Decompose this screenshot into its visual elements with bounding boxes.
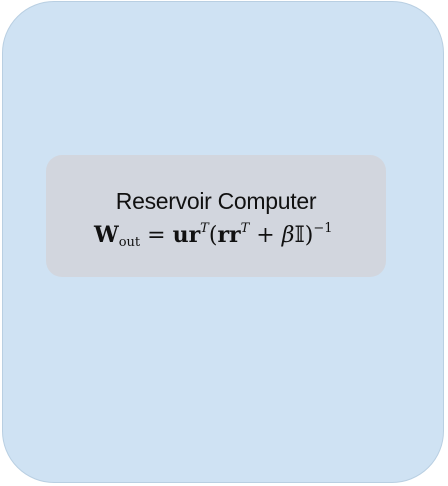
- eq-equals: =: [140, 223, 173, 248]
- eq-w: W: [94, 222, 119, 248]
- eq-t2: T: [240, 221, 250, 236]
- eq-rr: rr: [217, 222, 241, 248]
- eq-open: (: [208, 223, 218, 248]
- outer-container: Reservoir Computer Wout = urT(rrT + β𝕀)−…: [2, 1, 444, 483]
- readout-equation: Wout = urT(rrT + β𝕀)−1: [94, 221, 333, 250]
- box-title: Reservoir Computer: [115, 188, 317, 214]
- reservoir-computer-box: Reservoir Computer Wout = urT(rrT + β𝕀)−…: [46, 155, 386, 277]
- eq-plus: +: [249, 223, 282, 248]
- eq-r: r: [188, 222, 201, 248]
- eq-beta: β: [281, 223, 295, 248]
- eq-t1: T: [200, 221, 209, 236]
- eq-close: ): [304, 223, 314, 248]
- eq-w-sub: out: [118, 235, 141, 250]
- eq-identity: 𝕀: [294, 223, 305, 248]
- eq-u: u: [172, 222, 189, 248]
- eq-inverse: −1: [313, 221, 333, 236]
